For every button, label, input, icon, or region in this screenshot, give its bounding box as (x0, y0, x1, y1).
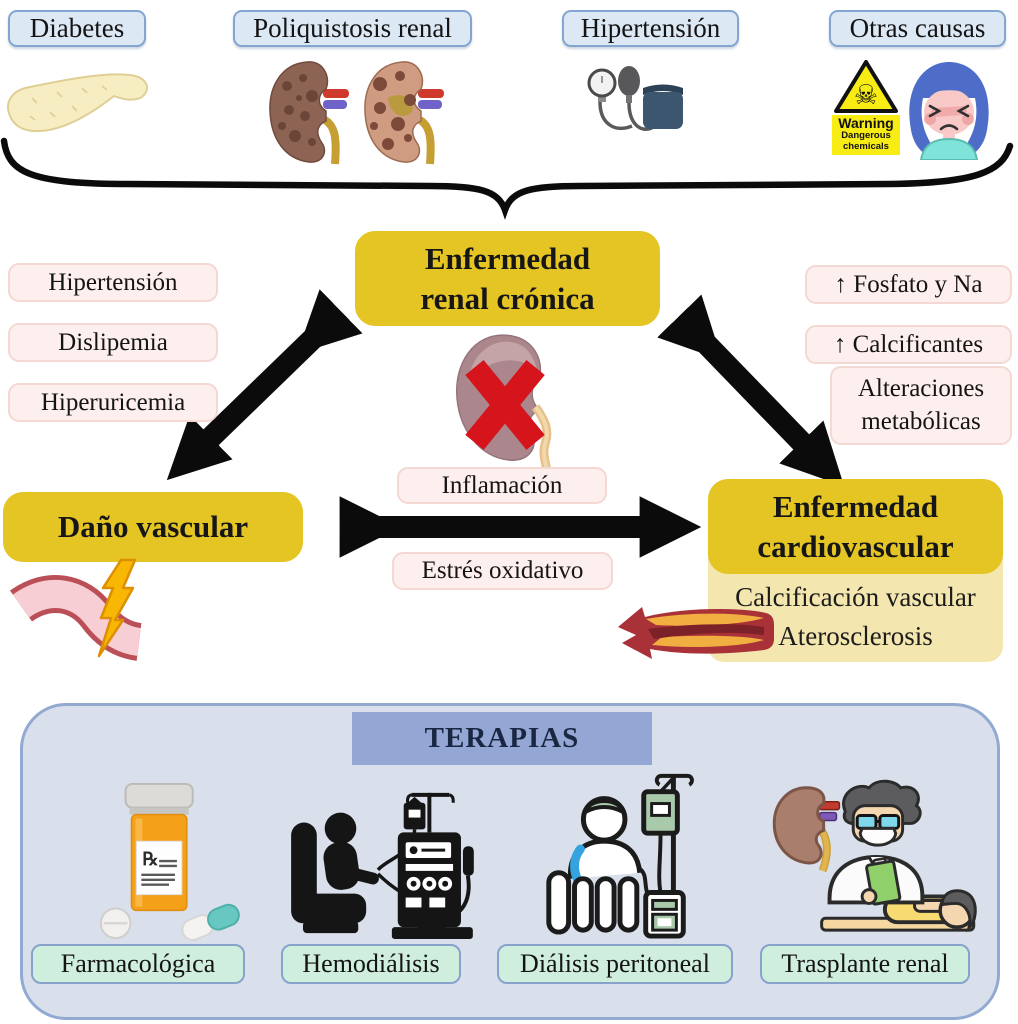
skull-glyph: ☠ (854, 80, 878, 110)
cause-box-diabetes: Diabetes (8, 10, 146, 47)
ckd-box: Enfermedad renal crónica (355, 231, 660, 326)
cause-label: Diabetes (29, 13, 125, 43)
warning-triangle: ☠ (834, 60, 898, 113)
left-factor-hyperuricemia: Hiperuricemia (8, 383, 218, 422)
crossed-kidney-icon (448, 330, 566, 470)
cause-label: Otras causas (849, 13, 986, 43)
right-factor-phosphate: ↑ Fosfato y Na (805, 265, 1012, 304)
ckd-title-line1: Enfermedad (424, 240, 591, 276)
cause-label: Poliquistosis renal (253, 13, 452, 43)
factor-label-line2: metabólicas (861, 407, 981, 435)
mediator-oxidative-stress: Estrés oxidativo (392, 552, 613, 590)
factor-label: Hiperuricemia (40, 388, 186, 416)
cardio-title-line1: Enfermedad (772, 488, 939, 524)
warning-title: Warning (838, 115, 894, 131)
left-factor-hypertension: Hipertensión (8, 263, 218, 302)
factor-label: ↑ Calcificantes (833, 330, 984, 358)
therapy-label-pharmacological: Farmacológica (31, 944, 245, 984)
blood-pressure-monitor-icon (585, 62, 687, 152)
therapy-label-kidney-transplant: Trasplante renal (760, 944, 970, 984)
arrow-ckd-cardio (657, 294, 845, 487)
warning-sign-icon: ☠ Warning Dangerous chemicals (832, 58, 900, 155)
cardio-box: Enfermedad cardiovascular (708, 479, 1003, 574)
cause-box-polycystic: Poliquistosis renal (233, 10, 472, 47)
therapy-label-peritoneal-dialysis: Diálisis peritoneal (497, 944, 733, 984)
sick-person-icon (903, 56, 995, 160)
hemodialysis-machine-icon (280, 783, 480, 941)
rx-label: ℞ (142, 849, 158, 869)
cause-label: Hipertensión (580, 13, 721, 43)
therapy-label: Farmacológica (60, 949, 216, 978)
right-factor-metabolic: Alteraciones metabólicas (830, 366, 1012, 445)
therapy-label-hemodialysis: Hemodiálisis (281, 944, 461, 984)
cause-box-other: Otras causas (829, 10, 1006, 47)
mediator-label: Estrés oxidativo (421, 557, 584, 584)
peritoneal-dialysis-icon (540, 762, 700, 940)
cardio-subtitle: Calcificación vascular Aterosclerosis (708, 578, 1003, 656)
warning-subtitle-2: chemicals (843, 140, 889, 152)
cause-box-hypertension: Hipertensión (562, 10, 739, 47)
therapy-label: Trasplante renal (781, 949, 949, 978)
ckd-title-line2: renal crónica (420, 280, 595, 316)
therapy-label: Hemodiálisis (302, 949, 440, 978)
kidney-transplant-icon (765, 778, 980, 938)
cardio-title-line2: cardiovascular (757, 528, 954, 564)
polycystic-kidneys-icon (265, 56, 445, 169)
right-factor-calcifiers: ↑ Calcificantes (805, 325, 1012, 364)
left-factor-dyslipidemia: Dislipemia (8, 323, 218, 362)
warning-text-label: Warning Dangerous chemicals (832, 115, 900, 155)
warning-subtitle-1: Dangerous (841, 130, 891, 141)
factor-label-line1: Alteraciones (857, 375, 985, 402)
cardio-subtitle-line2: Aterosclerosis (778, 621, 933, 652)
pill-bottle-icon: ℞ (85, 778, 255, 946)
atherosclerosis-artery-icon (612, 587, 777, 679)
pancreas-icon (2, 64, 152, 152)
arrow-ckd-vascular (166, 289, 363, 481)
vascular-damage-box: Daño vascular (3, 492, 303, 562)
causes-brace (0, 137, 1014, 220)
mediator-inflammation: Inflamación (397, 467, 607, 504)
vascular-damage-title: Daño vascular (57, 509, 249, 545)
lightning-bolt (97, 558, 137, 658)
mediator-label: Inflamación (441, 471, 563, 499)
therapies-title: TERAPIAS (424, 722, 580, 754)
therapy-label: Diálisis peritoneal (520, 949, 710, 978)
damaged-vessel-icon (5, 558, 155, 686)
factor-label: ↑ Fosfato y Na (834, 270, 983, 298)
cardio-subtitle-line1: Calcificación vascular (735, 582, 976, 612)
factor-label: Dislipemia (58, 328, 168, 356)
therapies-header: TERAPIAS (352, 712, 652, 765)
factor-label: Hipertensión (48, 268, 178, 296)
